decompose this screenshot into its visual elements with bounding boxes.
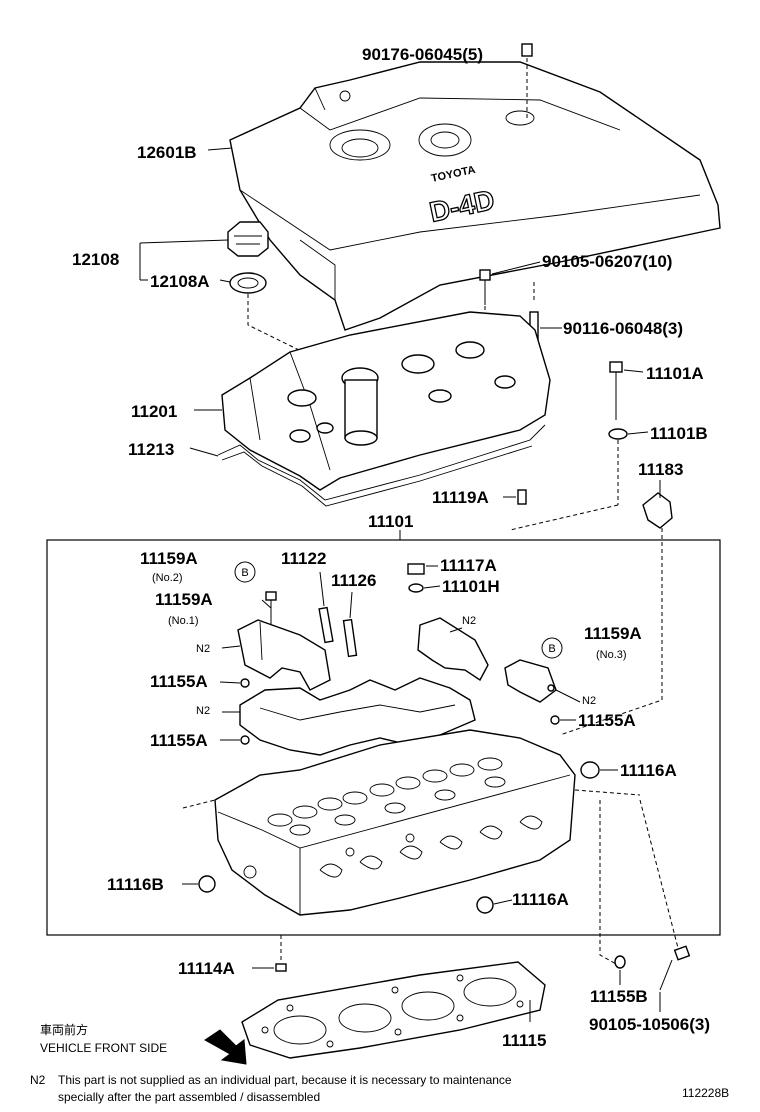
label-11126: 11126 <box>331 571 376 590</box>
plug-11116A-bottom <box>476 896 494 914</box>
label-11155A-1: 11155A <box>150 672 208 691</box>
label-11159A-no3-sub: (No.3) <box>596 649 627 661</box>
label-11116B: 11116B <box>107 875 164 894</box>
footnote-label: N2 <box>30 1073 46 1087</box>
marker-b-1-text: B <box>241 567 248 579</box>
pin-11122 <box>318 606 334 644</box>
cylinder-head-cover <box>221 311 551 491</box>
label-11155B: 11155B <box>590 987 648 1006</box>
dowel-11155B <box>614 955 626 969</box>
part-labels: 90176-06045(5) 12601B 12108 12108A 90105… <box>72 45 710 1050</box>
label-90116: 90116-06048(3) <box>563 319 683 338</box>
bolt-11101A <box>608 361 628 505</box>
marker-b-2-text: B <box>548 643 555 655</box>
label-11155A-2: 11155A <box>150 731 208 750</box>
bolt-90176 <box>521 43 533 118</box>
label-90176: 90176-06045(5) <box>362 45 483 64</box>
engine-cover: TOYOTA D-4D <box>229 61 721 331</box>
label-11122: 11122 <box>281 549 326 568</box>
label-11155A-3: 11155A <box>578 711 636 730</box>
pin-11114A <box>275 963 287 972</box>
label-90105-10506: 90105-10506(3) <box>589 1015 710 1034</box>
n2-marker-4: N2 <box>196 705 210 717</box>
valve-seats <box>267 757 506 836</box>
label-11114A: 11114A <box>178 959 235 978</box>
label-11101A: 11101A <box>646 364 704 383</box>
label-12108A: 12108A <box>150 272 210 291</box>
front-arrow-icon <box>204 1029 247 1065</box>
footnote-line1: This part is not supplied as an individu… <box>58 1073 512 1087</box>
n2-marker-1: N2 <box>196 643 210 655</box>
n2-marker-3: N2 <box>582 695 596 707</box>
label-11159A-no1: 11159A <box>155 590 213 609</box>
label-11116A-2: 11116A <box>512 890 569 909</box>
label-12601B: 12601B <box>137 143 197 162</box>
oil-cap-gasket <box>229 272 351 376</box>
bearing-caps <box>237 617 557 756</box>
oil-filler-cap <box>227 221 269 257</box>
plug-11116A-right <box>580 761 600 779</box>
label-11116A-1: 11116A <box>620 761 677 780</box>
head-cover-gasket <box>217 424 546 507</box>
label-11159A-no2: 11159A <box>140 549 198 568</box>
label-11101B: 11101B <box>650 424 708 443</box>
plug-11117A <box>407 563 425 575</box>
label-90105-06207: 90105-06207(10) <box>542 252 672 271</box>
cylinder-head <box>214 729 576 916</box>
n2-marker-2: N2 <box>462 615 476 627</box>
label-11101H: 11101H <box>442 577 500 596</box>
label-11201: 11201 <box>131 402 177 421</box>
label-11183: 11183 <box>638 460 683 479</box>
marker-b-1 <box>234 561 256 583</box>
washer-11101B <box>608 428 628 440</box>
footnote-line2: specially after the part assembled / dis… <box>58 1090 320 1104</box>
label-11101: 11101 <box>368 512 413 531</box>
pin-11119A <box>517 489 527 505</box>
bolt-90105-10506 <box>659 945 691 991</box>
label-11117A: 11117A <box>440 556 497 575</box>
cap-bolts <box>240 563 560 745</box>
label-12108: 12108 <box>72 250 119 269</box>
front-side-en: VEHICLE FRONT SIDE <box>40 1041 167 1055</box>
label-11159A-no1-sub: (No.1) <box>168 615 199 627</box>
diagram-id: 112228B <box>682 1086 729 1100</box>
label-11159A-no2-sub: (No.2) <box>152 572 183 584</box>
label-11213: 11213 <box>128 440 174 459</box>
gasket-11101H <box>408 583 424 593</box>
cylinder-head-assy-box <box>46 539 721 936</box>
plug-11116B <box>198 875 216 893</box>
ports <box>243 815 543 879</box>
leader-lines <box>139 147 661 1022</box>
marker-b-2 <box>541 637 563 659</box>
pin-11126 <box>342 618 358 658</box>
label-11159A-no3: 11159A <box>584 624 642 643</box>
label-11115: 11115 <box>502 1031 546 1050</box>
front-side-jp: 車両前方 <box>40 1022 88 1037</box>
head-gasket <box>241 961 546 1059</box>
label-11119A: 11119A <box>432 488 489 507</box>
bracket-11183 <box>559 492 673 736</box>
